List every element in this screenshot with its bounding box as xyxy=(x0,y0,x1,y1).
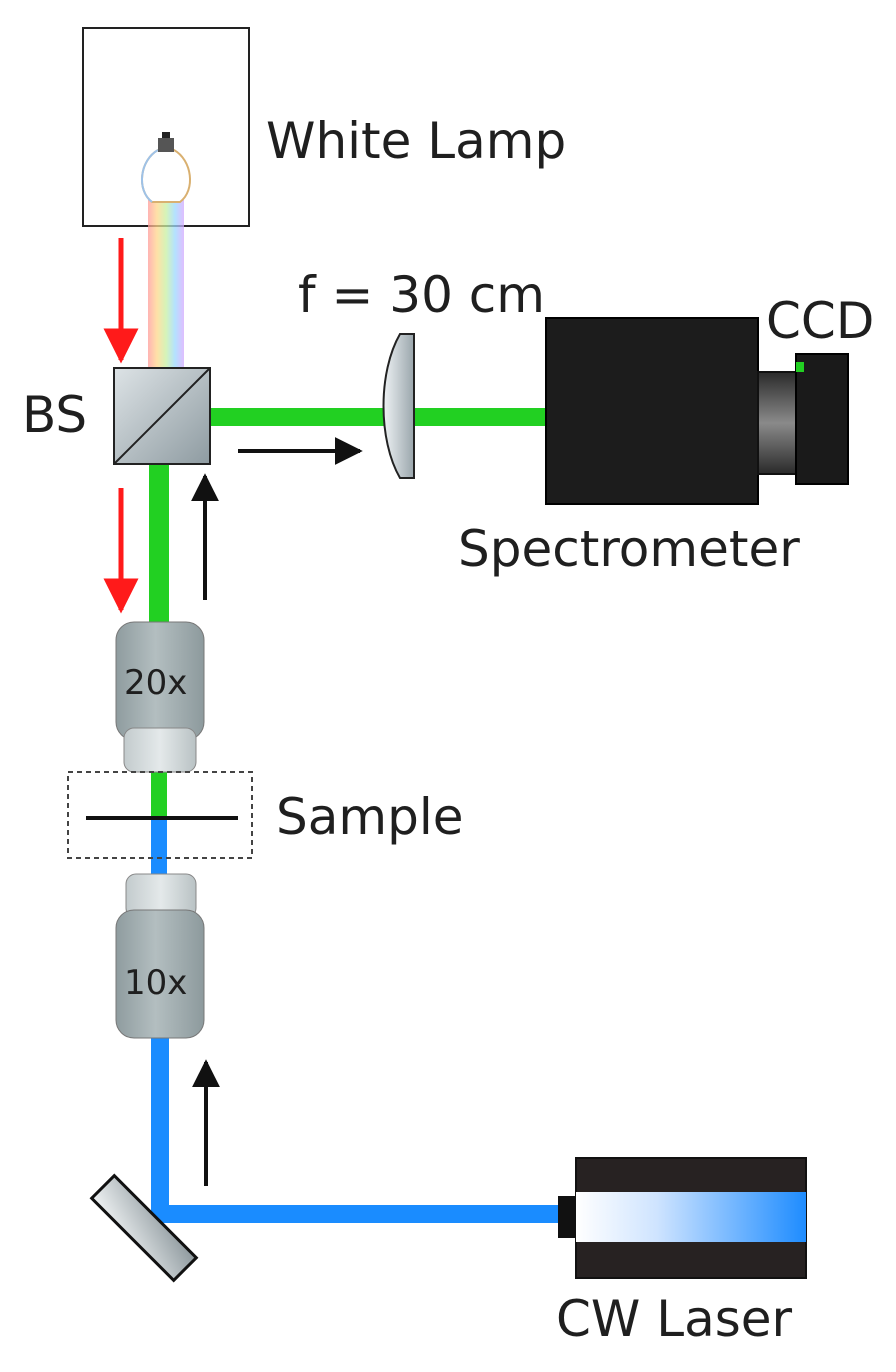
beam-splitter-label: BS xyxy=(22,386,87,444)
blue-beam-vertical xyxy=(151,1035,169,1220)
objective-20x-label: 20x xyxy=(124,663,187,703)
white-lamp xyxy=(82,27,250,368)
sample-label: Sample xyxy=(276,788,463,846)
blue-beam-horizontal xyxy=(151,1205,563,1223)
cw-laser-label: CW Laser xyxy=(556,1290,793,1348)
objective-10x-label: 10x xyxy=(124,963,187,1003)
white-light-beam xyxy=(148,200,184,368)
white-lamp-label: White Lamp xyxy=(266,112,566,170)
focal-length-label: f = 30 cm xyxy=(298,266,545,324)
blue-beam-sample xyxy=(151,818,167,878)
objective-20x xyxy=(115,621,205,773)
ccd-label: CCD xyxy=(766,292,874,350)
spectrometer-label: Spectrometer xyxy=(458,520,800,578)
lens-icon xyxy=(382,333,415,479)
sample-region xyxy=(67,771,253,859)
mirror-icon xyxy=(89,1173,199,1283)
green-beam-vertical xyxy=(149,462,169,637)
ccd-camera-icon xyxy=(757,353,849,485)
green-beam-horizontal xyxy=(210,408,550,426)
light-bulb-icon xyxy=(140,132,192,203)
beam-splitter-cube-icon xyxy=(113,367,211,465)
green-beam-sample xyxy=(151,772,167,818)
spectrometer-body xyxy=(545,317,759,505)
cw-laser xyxy=(558,1157,807,1279)
objective-10x xyxy=(115,873,205,1039)
